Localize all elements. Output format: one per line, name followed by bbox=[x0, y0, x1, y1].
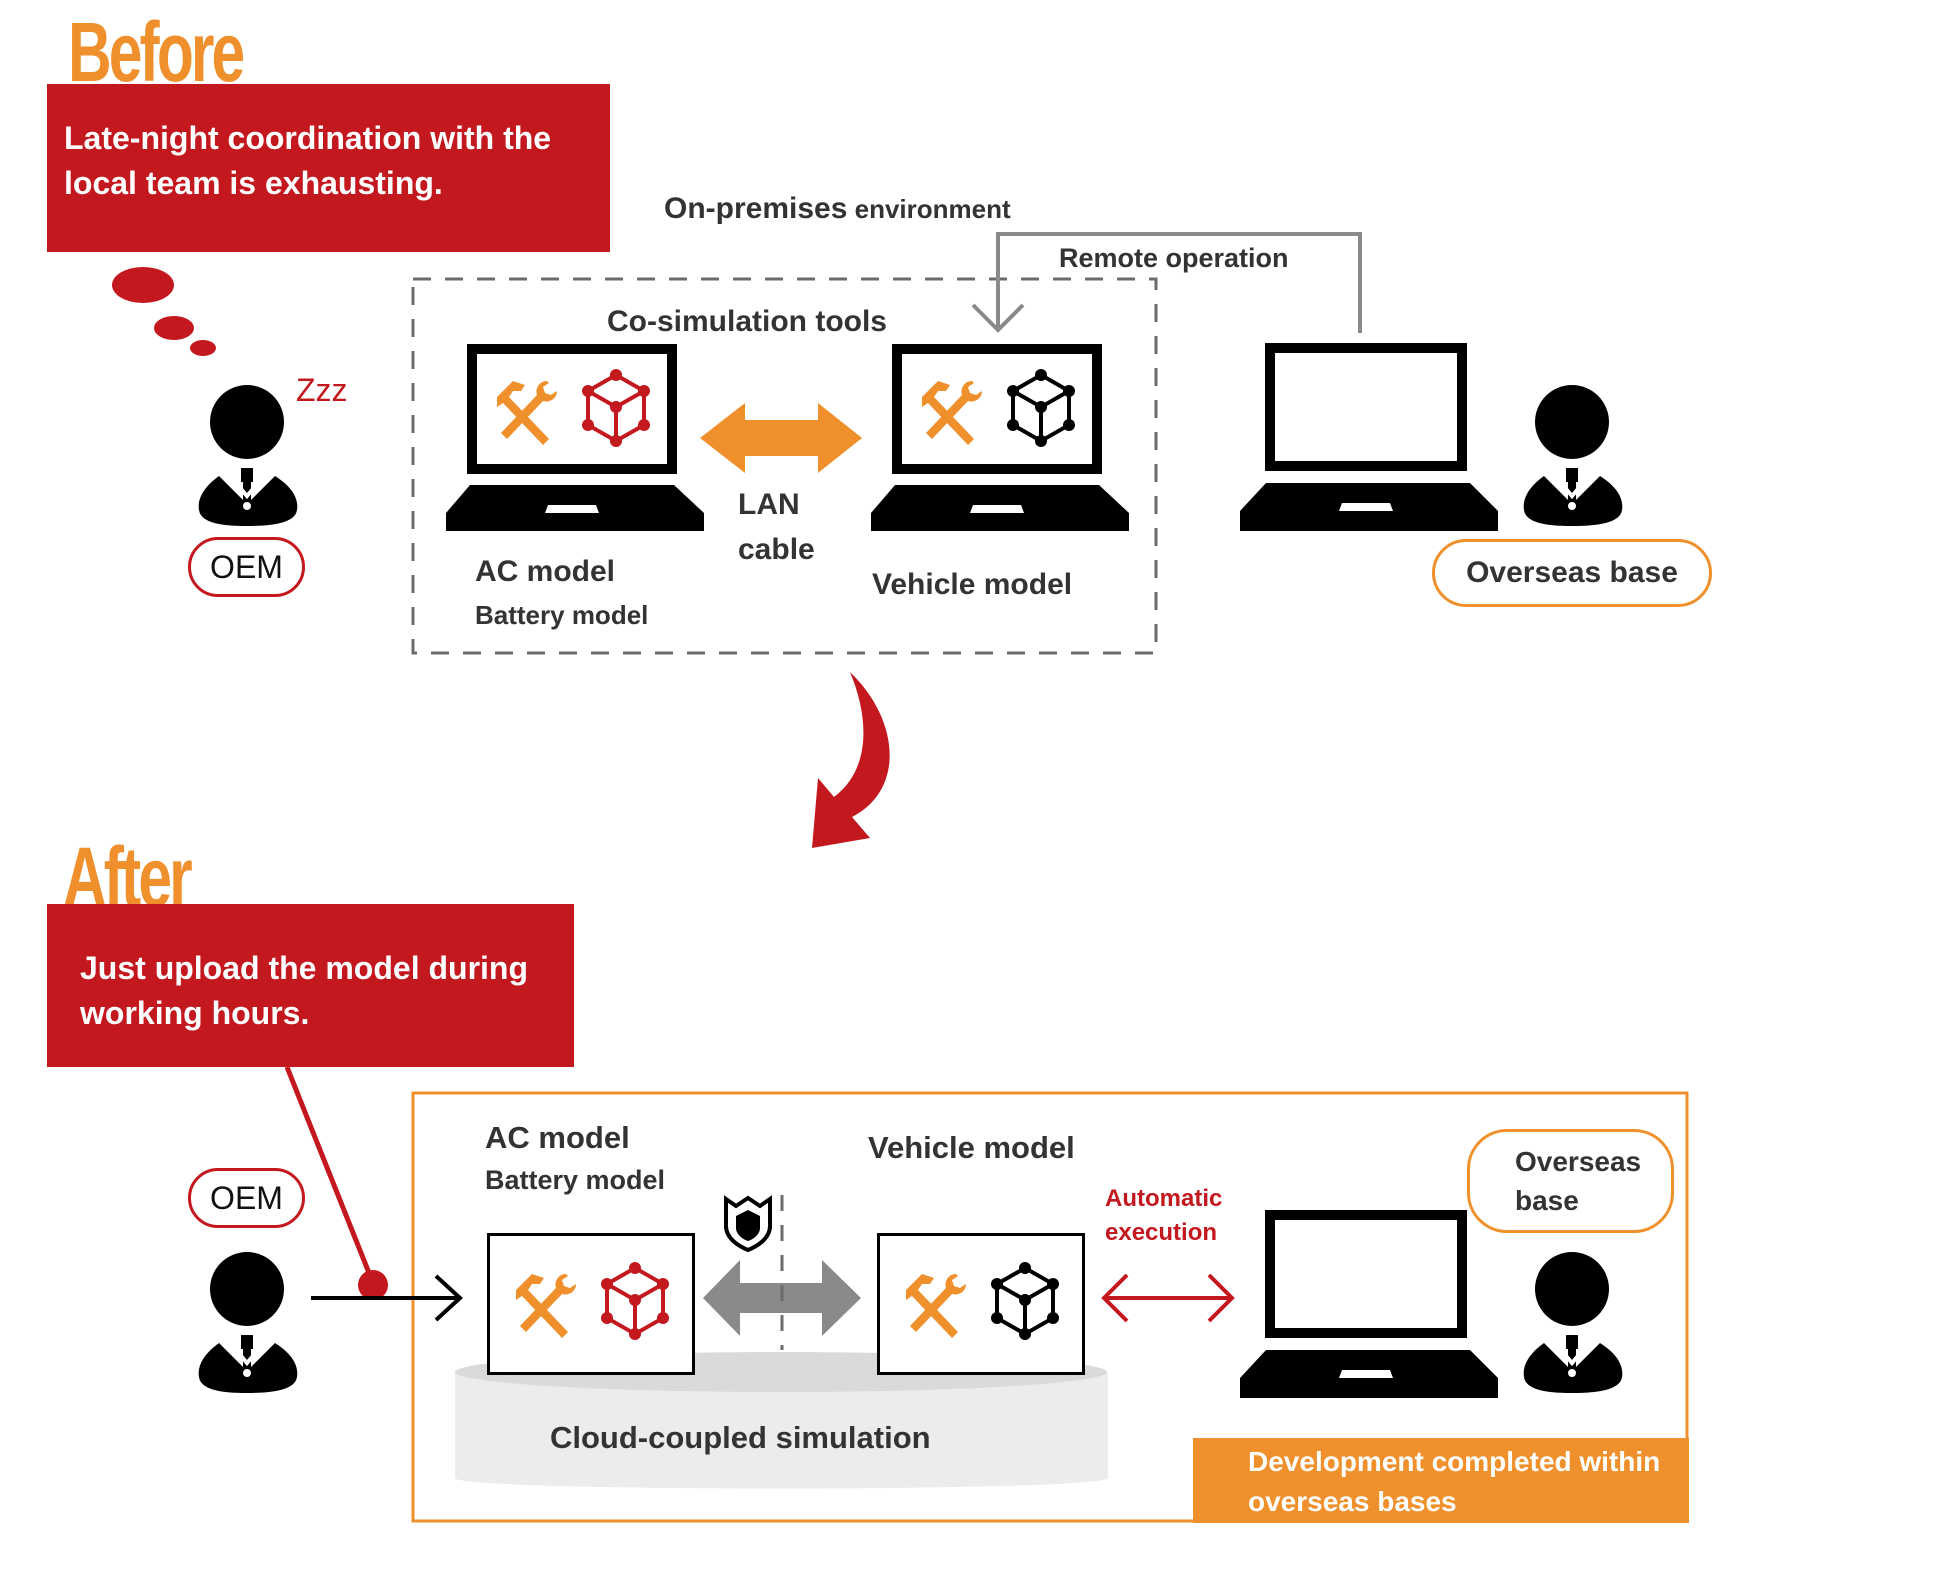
environment-label-bold: On-premises bbox=[664, 192, 848, 225]
battery-model-label-before: Battery model bbox=[475, 600, 649, 630]
before-callout: Late-night coordination with the local t… bbox=[47, 84, 610, 252]
network-cube-icon bbox=[582, 369, 650, 447]
battery-model-label-after: Battery model bbox=[485, 1165, 666, 1195]
oem-label: OEM bbox=[210, 548, 283, 585]
overseas-label-line2: base bbox=[1515, 1185, 1579, 1216]
automatic-execution-label: Automatic execution bbox=[1105, 1182, 1222, 1250]
oem-badge-before: OEM bbox=[188, 537, 305, 597]
network-cube-icon bbox=[991, 1262, 1059, 1340]
businessperson-icon bbox=[198, 385, 298, 526]
vehicle-model-label-before: Vehicle model bbox=[872, 568, 1073, 601]
environment-label-rest: environment bbox=[847, 194, 1011, 224]
auto-label-line1: Automatic bbox=[1105, 1185, 1223, 1212]
co-simulation-tools-label: Co-simulation tools bbox=[607, 305, 887, 338]
auto-arrowhead-right bbox=[1207, 1273, 1235, 1323]
businessperson-icon bbox=[198, 1252, 298, 1393]
ac-model-label-before: AC model bbox=[475, 555, 616, 588]
lan-label-line1: LAN bbox=[738, 488, 800, 521]
callout-pointer-line bbox=[284, 1066, 376, 1284]
hammer-wrench-icon bbox=[497, 381, 557, 445]
overseas-badge-before: Overseas base bbox=[1432, 539, 1712, 607]
hammer-wrench-icon bbox=[516, 1274, 576, 1338]
auto-label-line2: execution bbox=[1105, 1219, 1218, 1246]
sleep-text: Zzz bbox=[296, 372, 348, 408]
before-title: Before bbox=[68, 5, 245, 99]
laptop-icon-overseas bbox=[1240, 343, 1498, 531]
development-banner: Development completed within overseas ba… bbox=[1193, 1438, 1689, 1523]
curved-down-arrow-icon bbox=[812, 672, 890, 848]
remote-operation-arrowhead bbox=[971, 303, 1025, 333]
hammer-wrench-icon bbox=[906, 1274, 966, 1338]
network-cube-icon bbox=[1007, 369, 1075, 447]
upload-arrowhead bbox=[434, 1274, 463, 1322]
vehicle-model-label-after: Vehicle model bbox=[868, 1130, 1075, 1165]
network-cube-icon bbox=[601, 1262, 669, 1340]
cloud-simulation-label: Cloud-coupled simulation bbox=[550, 1420, 931, 1455]
laptop-icon-vehicle-model bbox=[871, 344, 1129, 531]
lan-label-line2: cable bbox=[738, 533, 815, 566]
remote-operation-connector bbox=[996, 232, 1362, 333]
environment-label: On-premises environment bbox=[664, 192, 1011, 226]
ac-model-box bbox=[487, 1233, 695, 1375]
oem-label: OEM bbox=[210, 1179, 283, 1216]
thought-bubble-large bbox=[112, 267, 174, 303]
businessperson-icon bbox=[1523, 385, 1623, 526]
vehicle-model-box bbox=[877, 1233, 1085, 1375]
ac-model-label-after: AC model bbox=[485, 1120, 630, 1155]
auto-arrowhead-left bbox=[1101, 1273, 1129, 1323]
ac-model-icons bbox=[516, 1262, 669, 1340]
overseas-badge-after: Overseas base bbox=[1467, 1129, 1674, 1233]
security-shield-icon bbox=[724, 1195, 772, 1253]
on-premises-boundary bbox=[411, 277, 1158, 655]
overseas-label-line1: Overseas bbox=[1515, 1146, 1642, 1177]
after-callout: Just upload the model during working hou… bbox=[47, 904, 574, 1067]
callout-pointer-dot bbox=[358, 1270, 388, 1300]
overseas-label: Overseas base bbox=[1466, 556, 1678, 589]
lan-double-arrow-icon bbox=[700, 403, 862, 473]
thought-bubble-medium bbox=[154, 316, 194, 340]
vehicle-model-icons bbox=[906, 1262, 1059, 1340]
businessperson-icon bbox=[1523, 1252, 1623, 1393]
laptop-icon-overseas-after bbox=[1240, 1210, 1498, 1398]
laptop-icon-ac-model bbox=[446, 344, 704, 531]
cloud-platform bbox=[455, 1372, 1108, 1489]
lan-cable-label: LAN cable bbox=[738, 482, 815, 572]
overseas-scope-boundary bbox=[411, 1091, 1689, 1523]
thought-bubble-small bbox=[190, 340, 216, 356]
oem-badge-after: OEM bbox=[188, 1168, 305, 1228]
hammer-wrench-icon bbox=[922, 381, 982, 445]
remote-operation-label: Remote operation bbox=[1059, 243, 1289, 273]
